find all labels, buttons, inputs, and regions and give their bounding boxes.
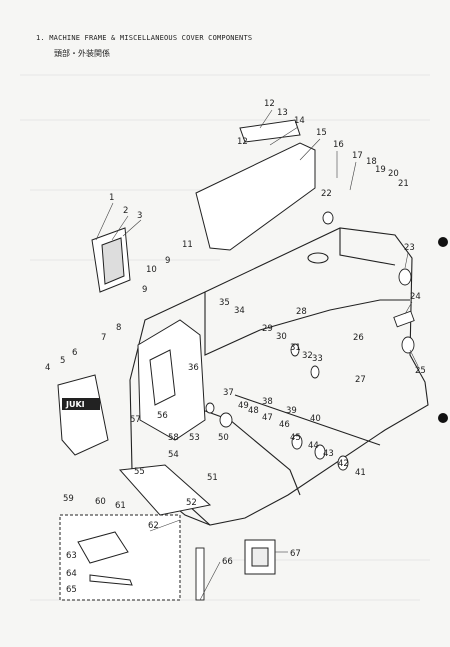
callout-48: 48 [248, 406, 259, 416]
callout-55: 55 [134, 467, 145, 477]
callout-46: 46 [279, 420, 290, 430]
callout-12b: 12 [237, 137, 248, 147]
callout-58: 58 [168, 433, 179, 443]
page-title: 1. MACHINE FRAME & MISCELLANEOUS COVER C… [36, 34, 253, 42]
callout-51: 51 [207, 473, 218, 483]
callout-13: 13 [277, 108, 288, 118]
callout-10: 10 [146, 265, 157, 275]
callout-67: 67 [290, 549, 301, 559]
callout-23: 23 [404, 243, 415, 253]
callout-60: 60 [95, 497, 106, 507]
callout-59: 59 [63, 494, 74, 504]
callout-41: 41 [355, 468, 366, 478]
callout-52: 52 [186, 498, 197, 508]
callout-43: 43 [323, 449, 334, 459]
callout-44: 44 [308, 441, 319, 451]
callout-12a: 12 [264, 99, 275, 109]
callout-18: 18 [366, 157, 377, 167]
callout-37: 37 [223, 388, 234, 398]
callout-35: 35 [219, 298, 230, 308]
callout-16: 16 [333, 140, 344, 150]
punch-hole-top [438, 237, 448, 247]
face-plate: JUKI [57, 374, 109, 456]
callout-6: 6 [72, 348, 77, 358]
callout-2: 2 [123, 206, 128, 216]
juki-logo: JUKI [65, 400, 85, 409]
callout-5: 5 [60, 356, 65, 366]
callout-8: 8 [116, 323, 121, 333]
head-block [137, 319, 206, 441]
bottom-parts [59, 464, 276, 601]
callout-57: 57 [130, 415, 141, 425]
callout-56: 56 [157, 411, 168, 421]
callout-3: 3 [137, 211, 142, 221]
callout-36: 36 [188, 363, 199, 373]
callout-47: 47 [262, 413, 273, 423]
callout-24: 24 [410, 292, 421, 302]
callout-66: 66 [222, 557, 233, 567]
callout-50: 50 [218, 433, 229, 443]
punch-hole-bottom [438, 413, 448, 423]
callout-40: 40 [310, 414, 321, 424]
callout-27: 27 [355, 375, 366, 385]
callout-17: 17 [352, 151, 363, 161]
callout-9a: 9 [165, 256, 170, 266]
callout-61: 61 [115, 501, 126, 511]
callout-30: 30 [276, 332, 287, 342]
callout-29: 29 [262, 324, 273, 334]
callout-49: 49 [238, 401, 249, 411]
callout-64: 64 [66, 569, 77, 579]
top-covers [91, 119, 316, 293]
callout-53: 53 [189, 433, 200, 443]
callout-14: 14 [294, 116, 305, 126]
callout-63: 63 [66, 551, 77, 561]
callout-1: 1 [109, 193, 114, 203]
bushings-and-shafts [195, 211, 415, 601]
callout-11: 11 [182, 240, 193, 250]
callout-62: 62 [148, 521, 159, 531]
page-subtitle: 頭部・外装関係 [54, 49, 110, 58]
callout-26: 26 [353, 333, 364, 343]
callout-19: 19 [375, 165, 386, 175]
callout-25: 25 [415, 366, 426, 376]
callout-21: 21 [398, 179, 409, 189]
callout-65: 65 [66, 585, 77, 595]
callout-7: 7 [101, 333, 106, 343]
callout-42: 42 [338, 459, 349, 469]
callout-38: 38 [262, 397, 273, 407]
callout-20: 20 [388, 169, 399, 179]
callout-28: 28 [296, 307, 307, 317]
callout-4: 4 [45, 363, 50, 373]
callouts: 1 2 3 4 5 6 7 8 9 9 10 11 12 12 13 14 15… [45, 99, 426, 595]
callout-31: 31 [290, 343, 301, 353]
callout-32: 32 [302, 351, 313, 361]
callout-22: 22 [321, 189, 332, 199]
callout-15: 15 [316, 128, 327, 138]
callout-9b: 9 [142, 285, 147, 295]
callout-54: 54 [168, 450, 179, 460]
callout-39: 39 [286, 406, 297, 416]
leader-lines [95, 109, 419, 601]
callout-34: 34 [234, 306, 245, 316]
callout-33: 33 [312, 354, 323, 364]
callout-45: 45 [290, 433, 301, 443]
